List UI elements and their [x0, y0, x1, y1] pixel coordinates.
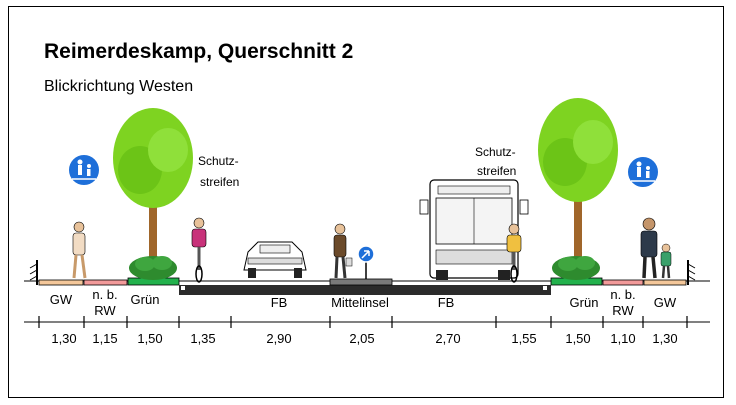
dim-rw-right: 1,10 [610, 331, 635, 346]
car-icon [243, 241, 307, 278]
annotation-schutzstreifen-right-1: Schutz- [475, 145, 516, 159]
annotation-schutzstreifen-right-2: streifen [477, 164, 516, 178]
diagram-title: Reimerdeskamp, Querschnitt 2 [44, 40, 354, 63]
dim-gruen-left: 1,50 [137, 331, 162, 346]
cyclist-icon [506, 223, 522, 283]
label-mittelinsel: Mittelinsel [331, 295, 389, 310]
pedestrian-icon [333, 223, 353, 279]
median-island [329, 278, 393, 286]
dim-gw-left: 1,30 [51, 331, 76, 346]
tree-icon [538, 98, 618, 265]
wall-icon [687, 260, 696, 285]
label-gruen-right: Grün [570, 295, 599, 310]
segment-gw-left [38, 279, 84, 286]
diagram-subtitle: Blickrichtung Westen [44, 78, 194, 95]
label-rw-left: RW [94, 303, 116, 318]
dim-gw-right: 1,30 [652, 331, 677, 346]
shared-path-sign-icon [67, 153, 101, 187]
dim-mittelinsel: 2,05 [349, 331, 374, 346]
segment-labels: GW n. b. RW Grün FB Mittelinsel FB Grün … [50, 287, 677, 318]
segment-rw-left [83, 279, 128, 286]
dim-schutz-right: 1,55 [511, 331, 536, 346]
annotation-schutzstreifen-left-1: Schutz- [198, 154, 239, 168]
dim-rw-left: 1,15 [92, 331, 117, 346]
tree-icon [113, 108, 193, 265]
segment-gw-right [643, 279, 687, 286]
label-gw-left: GW [50, 292, 73, 307]
cyclist-icon [191, 217, 207, 283]
ground-surfaces [24, 277, 710, 295]
dim-fb-left: 2,90 [266, 331, 291, 346]
label-gruen-left: Grün [131, 292, 160, 307]
label-fb-left: FB [271, 295, 288, 310]
dim-gruen-right: 1,50 [565, 331, 590, 346]
shared-path-sign-icon [626, 155, 660, 189]
dim-fb-right: 2,70 [435, 331, 460, 346]
diagram-frame [8, 6, 724, 398]
label-gw-right: GW [654, 295, 677, 310]
dimension-line: 1,30 1,15 1,50 1,35 2,90 2,05 2,70 1,55 … [24, 316, 710, 346]
road-surface [179, 285, 551, 295]
pedestrian-icon [72, 221, 87, 279]
label-rw-right: RW [612, 303, 634, 318]
label-fb-right: FB [438, 295, 455, 310]
label-nb-left: n. b. [92, 287, 117, 302]
shrub-icon [552, 256, 600, 280]
bus-icon [419, 179, 529, 280]
annotation-schutzstreifen-left-2: streifen [200, 175, 239, 189]
dim-schutz-left: 1,35 [190, 331, 215, 346]
segment-rw-right [602, 279, 644, 286]
label-nb-right: n. b. [610, 287, 635, 302]
wall-icon [29, 260, 38, 285]
shrub-icon [129, 256, 177, 280]
keep-right-sign-icon [357, 245, 375, 279]
pedestrian-icon [640, 217, 672, 279]
